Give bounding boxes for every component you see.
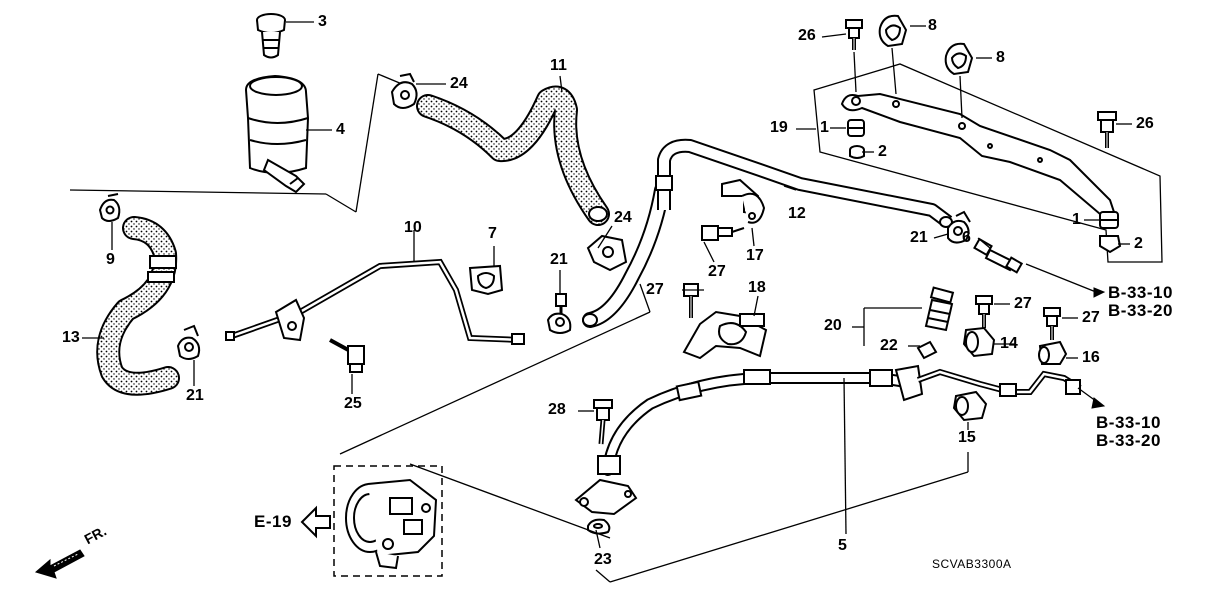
bolt-27-bracket-drawing <box>684 284 698 318</box>
part-label-8-upper: 8 <box>928 17 937 34</box>
part-label-26-right: 26 <box>1136 115 1154 132</box>
part-label-18: 18 <box>748 279 766 296</box>
clamp-9-drawing <box>100 194 119 221</box>
ref-e-19: E-19 <box>254 512 292 531</box>
arrow-b-upper <box>1094 288 1104 297</box>
ref-b-33-20-lower: B-33-20 <box>1096 431 1161 450</box>
bolt-27-far-right-drawing <box>1044 308 1060 340</box>
pressure-switch-20-drawing <box>926 288 953 330</box>
hose-12-lower-drawing <box>583 190 662 326</box>
part-label-5: 5 <box>838 537 847 554</box>
part-label-10: 10 <box>404 219 422 236</box>
bolt-26-top-drawing <box>846 20 862 50</box>
collar-2-upper-drawing <box>850 146 864 158</box>
ref-b-33-20-upper: B-33-20 <box>1108 301 1173 320</box>
part-label-21-left: 21 <box>186 387 204 404</box>
leader-8-lower <box>960 76 962 118</box>
bolt-27-right-drawing <box>976 296 992 328</box>
label-leaders <box>82 22 1132 430</box>
leader-26-top <box>854 52 856 92</box>
part-label-12: 12 <box>788 205 806 222</box>
bolt-25-drawing <box>330 340 364 372</box>
pump-box <box>334 466 442 576</box>
part-label-22: 22 <box>880 337 898 354</box>
bolt-27-sensor-drawing <box>702 226 744 240</box>
part-label-9: 9 <box>106 251 115 268</box>
pressure-pipe-drawing <box>918 372 1080 396</box>
diagram-code: SCVAB3300A <box>932 557 1012 571</box>
leader-8-upper <box>892 48 896 94</box>
bracket-18-drawing <box>684 312 766 358</box>
hose-11-drawing <box>428 98 607 221</box>
arrow-e-19 <box>302 508 330 536</box>
part-label-27-far-right: 27 <box>1082 309 1100 326</box>
clamp-16-drawing <box>1039 342 1066 364</box>
clamp-8-lower-drawing <box>946 44 972 74</box>
arrow-b-lower <box>1092 398 1104 408</box>
part-label-27-right: 27 <box>1014 295 1032 312</box>
part-label-2-right: 2 <box>1134 235 1143 252</box>
part-label-14: 14 <box>1000 335 1018 352</box>
part-label-19: 19 <box>770 119 788 136</box>
clamp-8-upper-drawing <box>880 16 906 46</box>
part-label-24-middle: 24 <box>614 209 632 226</box>
reservoir-leader-lines <box>70 74 402 212</box>
part-label-17: 17 <box>746 247 764 264</box>
part-label-7: 7 <box>488 225 497 242</box>
part-label-27-sensor: 27 <box>708 263 726 280</box>
collar-2-right-drawing <box>1100 236 1120 252</box>
rubber-1-upper-drawing <box>848 120 864 136</box>
pipe-10-drawing <box>226 262 524 344</box>
part-label-8-lower: 8 <box>996 49 1005 66</box>
bracket-assembly-19-frame <box>814 64 1162 262</box>
part-label-1-upper: 1 <box>820 119 829 136</box>
bolt-26-right-drawing <box>1098 112 1116 148</box>
hose-fitting-plate-drawing <box>576 480 636 514</box>
part-label-6: 6 <box>962 229 971 246</box>
bolt-6-drawing <box>974 239 1021 272</box>
pressure-hose-5-drawing <box>598 366 922 474</box>
bolt-28-drawing <box>594 400 612 444</box>
part-label-3: 3 <box>318 13 327 30</box>
part-label-23: 23 <box>594 551 612 568</box>
hose-13-drawing <box>108 228 176 384</box>
clamp-24-middle-drawing <box>588 236 626 270</box>
bracket-17-drawing <box>722 180 764 223</box>
clamp-21-right-drawing <box>948 212 970 243</box>
part-label-21-right: 21 <box>910 229 928 246</box>
washer-22-drawing <box>918 342 936 358</box>
part-label-1-right: 1 <box>1072 211 1081 228</box>
ref-b-33-10-upper: B-33-10 <box>1108 283 1173 302</box>
lower-leader-lines <box>340 264 1100 582</box>
ref-b-33-10-lower: B-33-10 <box>1096 413 1161 432</box>
part-label-16: 16 <box>1082 349 1100 366</box>
part-label-11: 11 <box>550 57 567 74</box>
part-label-4: 4 <box>336 121 345 138</box>
part-label-15: 15 <box>958 429 976 446</box>
part-label-28: 28 <box>548 401 566 418</box>
part-label-24-upper: 24 <box>450 75 468 92</box>
clamp-7-drawing <box>470 266 502 294</box>
clamp-14-drawing <box>964 328 994 356</box>
pipe-12-drawing <box>656 146 952 227</box>
clamp-15-drawing <box>954 392 986 420</box>
front-direction-arrow <box>36 550 84 578</box>
bolt-21-middle-drawing <box>548 294 570 333</box>
part-label-2-upper: 2 <box>878 143 887 160</box>
reservoir-cap-drawing <box>257 14 285 58</box>
part-label-26-top: 26 <box>798 27 816 44</box>
rubber-1-right-drawing <box>1100 212 1118 228</box>
part-label-20: 20 <box>824 317 842 334</box>
part-label-27-bracket: 27 <box>646 281 664 298</box>
reservoir-tank-drawing <box>246 76 308 192</box>
part-label-25: 25 <box>344 395 362 412</box>
washer-23-drawing <box>588 520 609 534</box>
clamp-21-left-drawing <box>178 326 199 359</box>
clamp-24-upper-drawing <box>392 74 417 108</box>
pump-drawing <box>346 480 436 568</box>
part-label-13: 13 <box>62 329 80 346</box>
part-label-21-middle: 21 <box>550 251 568 268</box>
